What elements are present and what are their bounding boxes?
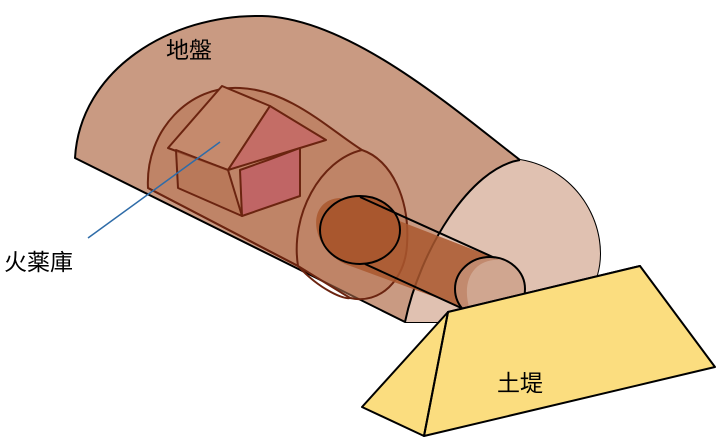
tunnel-entrance-inner xyxy=(319,195,401,265)
embankment-edge xyxy=(423,311,449,437)
house-roof-right xyxy=(227,105,327,171)
embankment-label: 土堤 xyxy=(497,371,543,397)
house-front-wall xyxy=(239,147,301,217)
house-side-wall xyxy=(175,149,243,217)
chamber-bottom-edge xyxy=(147,187,299,267)
ground-label: 地盤 xyxy=(166,38,212,64)
chamber-front-rim xyxy=(295,149,363,300)
tunnel-bottom-edge xyxy=(364,263,471,313)
ground-end-face-outline xyxy=(404,159,521,323)
magazine-leader-line xyxy=(87,141,221,239)
magazine-label: 火薬庫 xyxy=(4,250,73,276)
tunnel-top-edge xyxy=(359,196,496,259)
